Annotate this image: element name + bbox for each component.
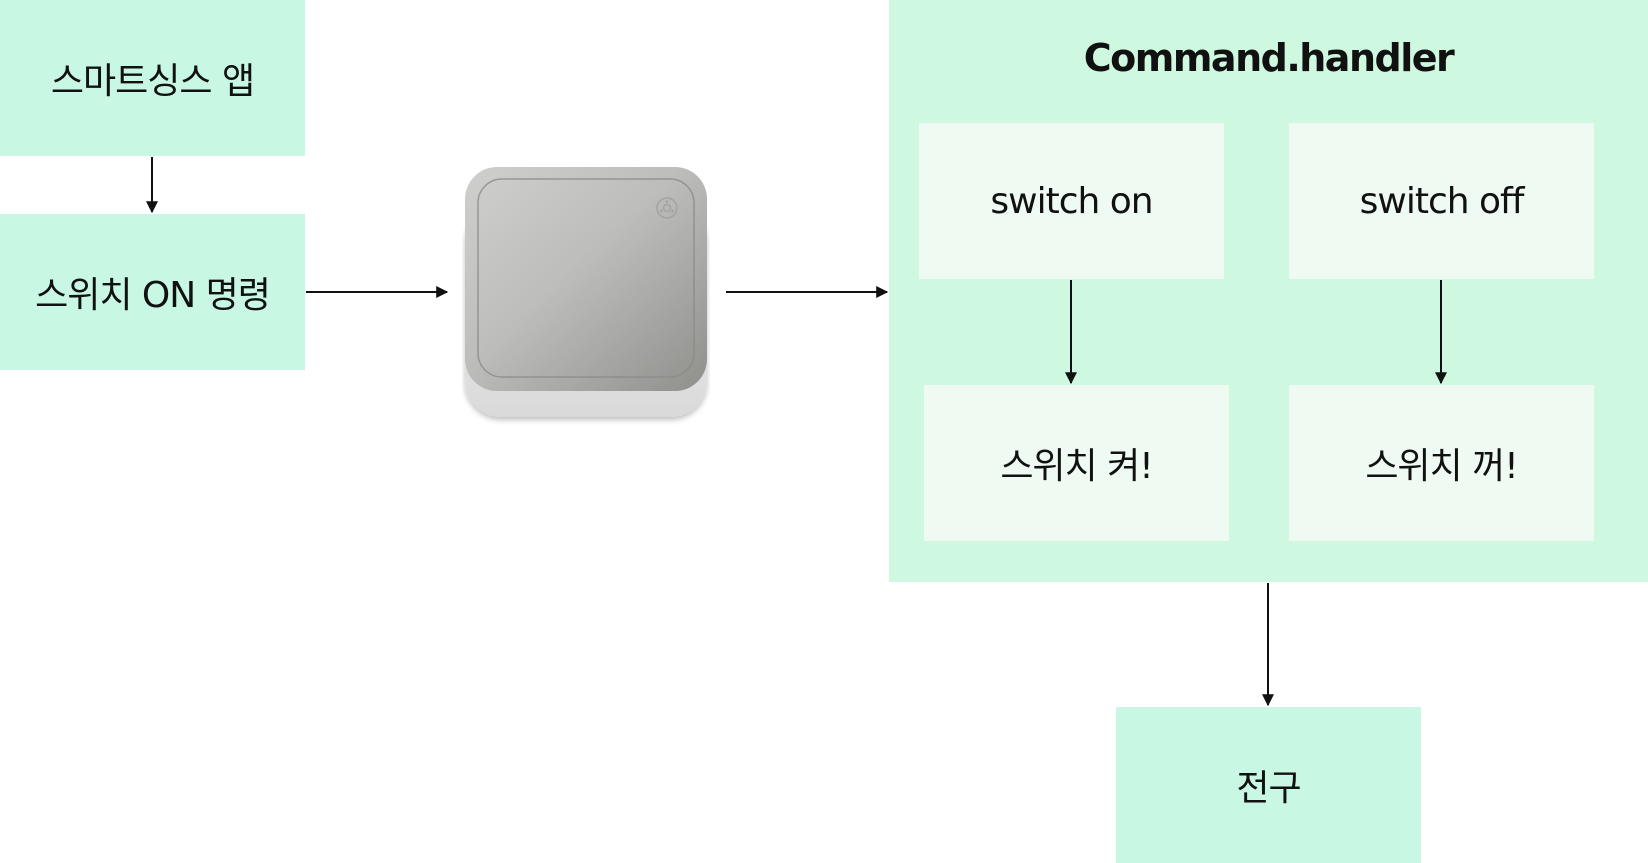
switch-on-command-node: 스위치 ON 명령: [0, 214, 305, 370]
smartthings-hub-device-icon: [465, 167, 707, 417]
switch-on-command-label: 스위치 ON 명령: [35, 275, 271, 316]
smartthings-app-label: 스마트싱스 앱: [50, 61, 255, 102]
switch-off-node: switch off: [1289, 123, 1594, 279]
bulb-node: 전구: [1116, 707, 1421, 863]
turn-on-node: 스위치 켜!: [924, 385, 1229, 541]
switch-on-node: switch on: [919, 123, 1224, 279]
switch-on-label: switch on: [990, 180, 1153, 222]
turn-on-label: 스위치 켜!: [1000, 446, 1153, 487]
smartthings-app-node: 스마트싱스 앱: [0, 0, 305, 156]
turn-off-node: 스위치 꺼!: [1289, 385, 1594, 541]
hub-top: [465, 167, 707, 391]
hub-logo-icon: [656, 197, 678, 219]
switch-off-label: switch off: [1359, 180, 1525, 222]
hub-inner-outline: [477, 178, 695, 378]
turn-off-label: 스위치 꺼!: [1365, 446, 1518, 487]
bulb-label: 전구: [1236, 768, 1301, 809]
command-handler-title: Command.handler: [1083, 36, 1455, 80]
